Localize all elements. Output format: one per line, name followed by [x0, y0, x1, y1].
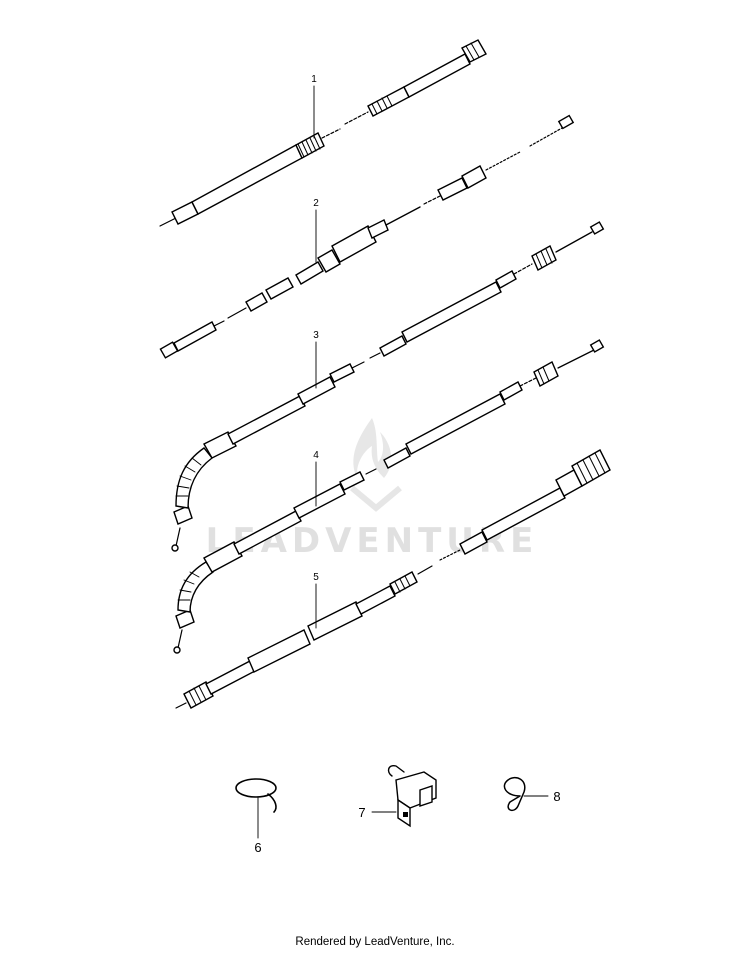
svg-text:4: 4	[313, 450, 319, 461]
callout-3: 3	[313, 330, 319, 389]
svg-text:3: 3	[313, 330, 319, 341]
svg-text:2: 2	[313, 198, 319, 209]
svg-text:7: 7	[358, 805, 365, 820]
svg-text:8: 8	[553, 789, 560, 804]
svg-text:6: 6	[254, 840, 261, 855]
callout-1: 1	[311, 74, 317, 139]
svg-text:5: 5	[313, 572, 319, 583]
part-2-cable	[159, 114, 575, 359]
callout-5: 5	[313, 572, 319, 629]
flame-logo-icon	[353, 418, 392, 484]
part-4-cable	[173, 339, 605, 654]
footer-credit: Rendered by LeadVenture, Inc.	[295, 936, 455, 948]
part-1-cable	[159, 39, 487, 227]
part-6-clip: 6	[235, 778, 277, 855]
callout-4: 4	[313, 450, 319, 507]
svg-text:1: 1	[311, 74, 317, 85]
part-7-bracket: 7	[358, 764, 437, 828]
part-8-clip: 8	[503, 776, 561, 812]
part-5-cable	[175, 449, 611, 709]
part-3-cable	[171, 221, 605, 552]
callout-2: 2	[313, 198, 319, 263]
